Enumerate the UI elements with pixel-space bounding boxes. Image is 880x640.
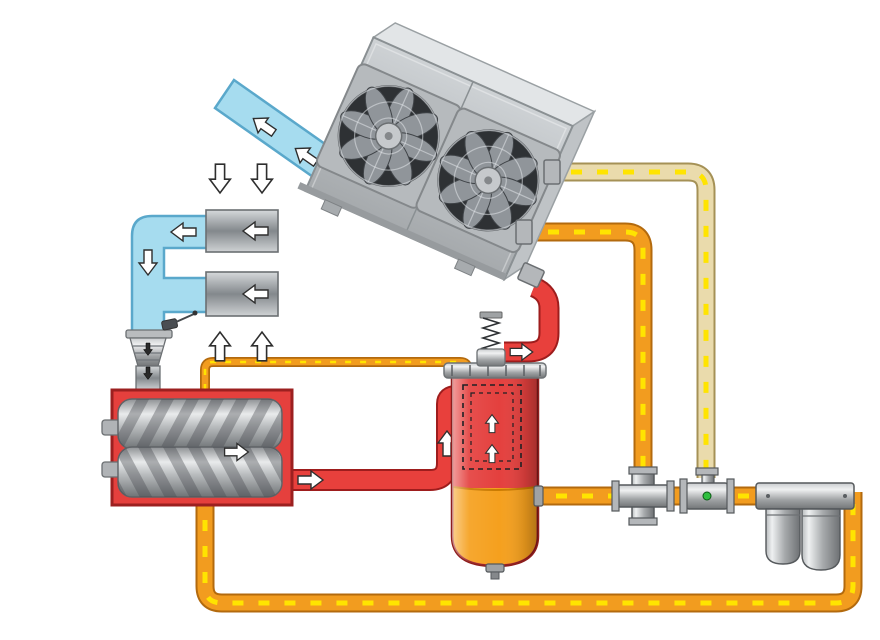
thermostatic-valve (679, 467, 735, 514)
minimum-pressure-valve (476, 311, 534, 367)
oil-bypass-pipe (545, 172, 706, 478)
cooler-foot (320, 199, 343, 217)
inlet-valve-actuator (161, 318, 178, 331)
ambient-air-arrow-down (250, 163, 274, 194)
fan-cooler-unit (297, 22, 597, 282)
oil-outlet-flange (533, 485, 544, 507)
inlet-valve (125, 310, 198, 391)
discharge-pipe (288, 396, 456, 480)
filter-cartridge (765, 508, 801, 565)
cooler-foot (453, 258, 476, 277)
intake-filter-lower (205, 271, 279, 317)
separator-element (462, 384, 522, 470)
ambient-air-arrows (208, 163, 274, 362)
drain-fitting (485, 563, 505, 573)
intake-duct (130, 214, 210, 338)
oil-filter-assembly (755, 482, 855, 571)
male-rotor (117, 398, 283, 450)
cooler-connection-stub (515, 219, 533, 245)
filter-cartridge (801, 508, 841, 571)
valve-spring (480, 317, 502, 352)
valve-body (476, 348, 506, 367)
air-to-cooler-pipe (504, 287, 549, 352)
ambient-air-arrow-down (208, 163, 232, 194)
filter-head (755, 482, 855, 510)
flange-bolts (451, 365, 541, 376)
cross-fitting (611, 466, 675, 526)
intake-duct-body (130, 214, 210, 338)
intake-filter-upper (205, 209, 279, 253)
female-rotor (117, 446, 283, 498)
scavenge-line (205, 362, 468, 390)
cooler-connection-stub (543, 159, 561, 185)
oil-separator-tank (443, 362, 547, 580)
cooler-connection-stub (517, 262, 545, 288)
ambient-air-arrow-up (250, 331, 274, 362)
ambient-air-arrow-up (208, 331, 232, 362)
valve-indicator (702, 491, 712, 501)
screw-airend (101, 388, 294, 507)
